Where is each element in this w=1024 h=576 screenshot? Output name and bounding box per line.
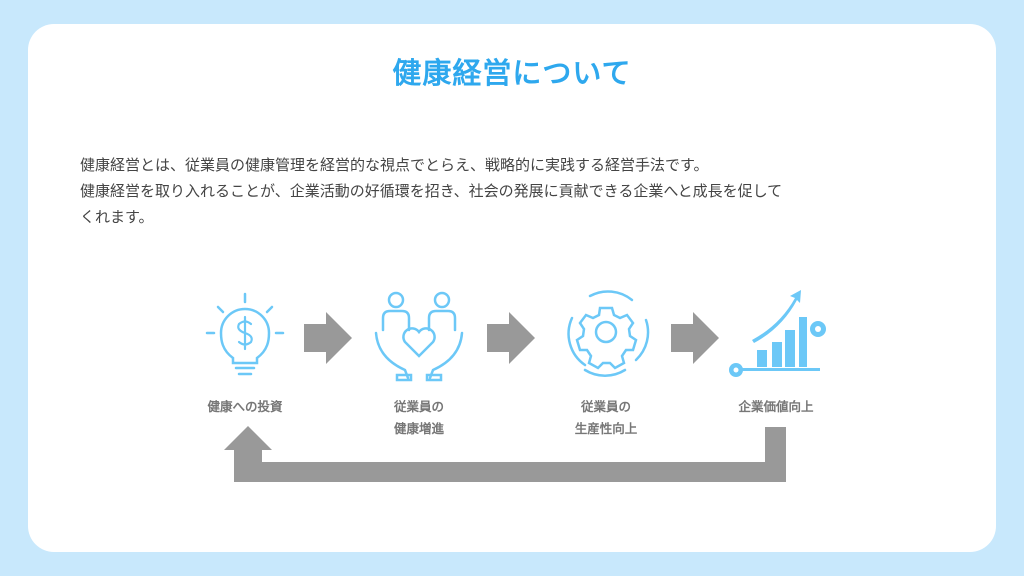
step-label-line: 従業員の (580, 399, 631, 414)
gear-cycle-icon (567, 290, 650, 377)
step-label-employee-health: 従業員の健康増進 (359, 396, 479, 440)
growth-chart-icon (729, 290, 826, 377)
description-line: 健康経営を取り入れることが、企業活動の好循環を招き、社会の発展に貢献できる企業へ… (80, 182, 783, 200)
description-line: 健康経営とは、従業員の健康管理を経営的な視点でとらえ、戦略的に実践する経営手法で… (80, 156, 709, 174)
step-label-line: 従業員の (393, 399, 444, 414)
step-label-line: 健康増進 (393, 421, 444, 436)
step-label-investment: 健康への投資 (207, 399, 283, 414)
step-label-productivity: 従業員の生産性向上 (546, 396, 666, 440)
step-label-line: 生産性向上 (574, 421, 638, 436)
lightbulb-dollar-icon (205, 292, 285, 376)
description-line: くれます。 (80, 208, 154, 226)
page-title: 健康経営について (392, 56, 632, 90)
description: 健康経営とは、従業員の健康管理を経営的な視点でとらえ、戦略的に実践する経営手法で… (80, 152, 940, 230)
people-heart-hands-icon (374, 291, 464, 382)
loop-back-arrow-icon (224, 426, 786, 482)
arrow-right-icon (304, 312, 352, 364)
step-label-corporate-value: 企業価値向上 (738, 399, 814, 414)
arrow-right-icon (671, 312, 719, 364)
arrow-right-icon (487, 312, 535, 364)
